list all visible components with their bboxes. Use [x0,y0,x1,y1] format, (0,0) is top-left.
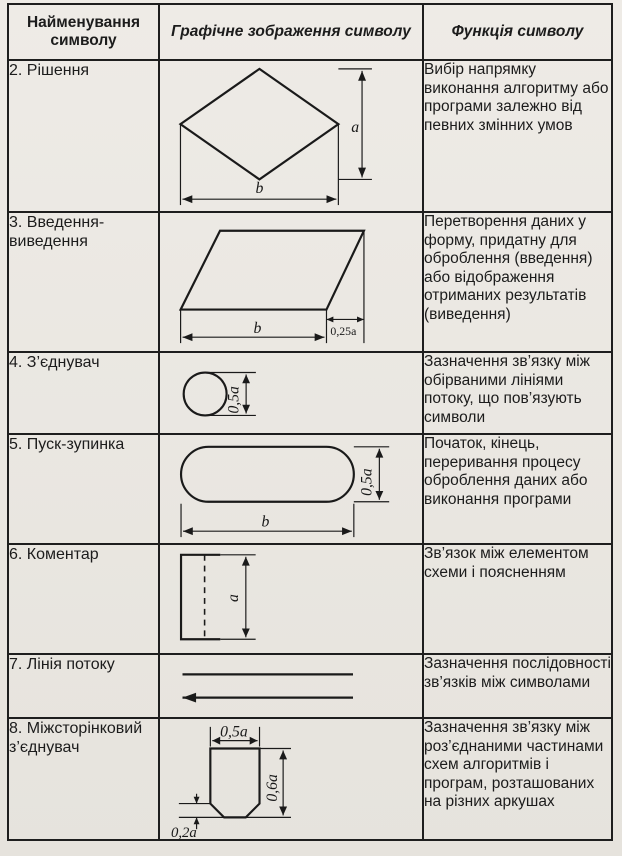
symbol-name: 6. Коментар [7,543,160,655]
flowline-figure [158,653,424,719]
dim-label-a: a [225,594,242,602]
symbol-function: Зазначення послідовності зв’язків між си… [422,653,613,719]
dim-label-b: b [262,513,270,530]
decision-symbol: a b [178,67,372,206]
table-row: 8. Міжсторінковий з’єднувач 0,5a 0,6a [7,717,613,841]
symbol-function: Перетворення даних у форму, придатну для… [422,211,613,353]
symbol-function: Зазначення зв’язку між роз’єднаними част… [422,717,613,841]
symbol-function: Зв’язок між елементом схеми і поясненням [422,543,613,655]
connector-figure: 0,5a [158,351,424,435]
table-row: 4. З’єднувач 0,5a Зазначення зв’язку між… [7,351,613,435]
flowline-symbol [182,673,353,703]
symbol-name: 8. Міжсторінковий з’єднувач [7,717,160,841]
table-row: 5. Пуск-зупинка 0,5a b Початок, кінець, … [7,433,613,545]
symbol-name: 7. Лінія потоку [7,653,160,719]
table-row: 2. Рішення a b Вибір напрямку виконання … [7,59,613,213]
comment-figure: a [158,543,424,655]
offpage-figure: 0,5a 0,6a 0,2a [158,717,424,841]
dim-label-a: a [351,119,359,136]
table-header-row: Найменування символу Графічне зображення… [7,3,613,61]
dim-label-b: b [255,180,263,197]
decision-figure: a b [158,59,424,213]
io-figure: b 0,25a [158,211,424,353]
symbol-name: 2. Рішення [7,59,160,213]
symbol-name: 5. Пуск-зупинка [7,433,160,545]
dim-label-diameter: 0,5a [225,386,242,413]
arrow-left-icon [182,692,197,703]
symbol-function: Початок, кінець, переривання процесу обр… [422,433,613,545]
dim-label-b: b [254,320,262,337]
dim-label-top: 0,5a [220,724,248,741]
symbols-table: Найменування символу Графічне зображення… [7,3,613,841]
header-figure: Графічне зображення символу [158,3,424,61]
dim-label-height: 0,6a [264,774,281,802]
header-function: Функція символу [422,3,613,61]
terminator-symbol: 0,5a b [179,445,390,538]
symbol-name: 4. З’єднувач [7,351,160,435]
comment-symbol: a [179,553,256,641]
dim-label-offset: 0,25a [330,324,357,338]
terminator-figure: 0,5a b [158,433,424,545]
offpage-connector-symbol: 0,5a 0,6a 0,2a [171,724,291,841]
header-name: Найменування символу [7,3,160,61]
symbol-name: 3. Введення-виведення [7,211,160,353]
dim-label-bottom: 0,2a [171,825,197,841]
io-symbol: b 0,25a [178,229,366,344]
dim-label-height: 0,5a [359,468,376,496]
connector-symbol: 0,5a [182,371,256,417]
symbol-function: Вибір напрямку виконання алгоритму або п… [422,59,613,213]
symbol-function: Зазначення зв’язку між обірваними лініям… [422,351,613,435]
table-row: 3. Введення-виведення b 0,25a Перетворен… [7,211,613,353]
table-row: 6. Коментар a Зв’язок між елементом схем… [7,543,613,655]
table-row: 7. Лінія потоку Зазначення послідовності… [7,653,613,719]
